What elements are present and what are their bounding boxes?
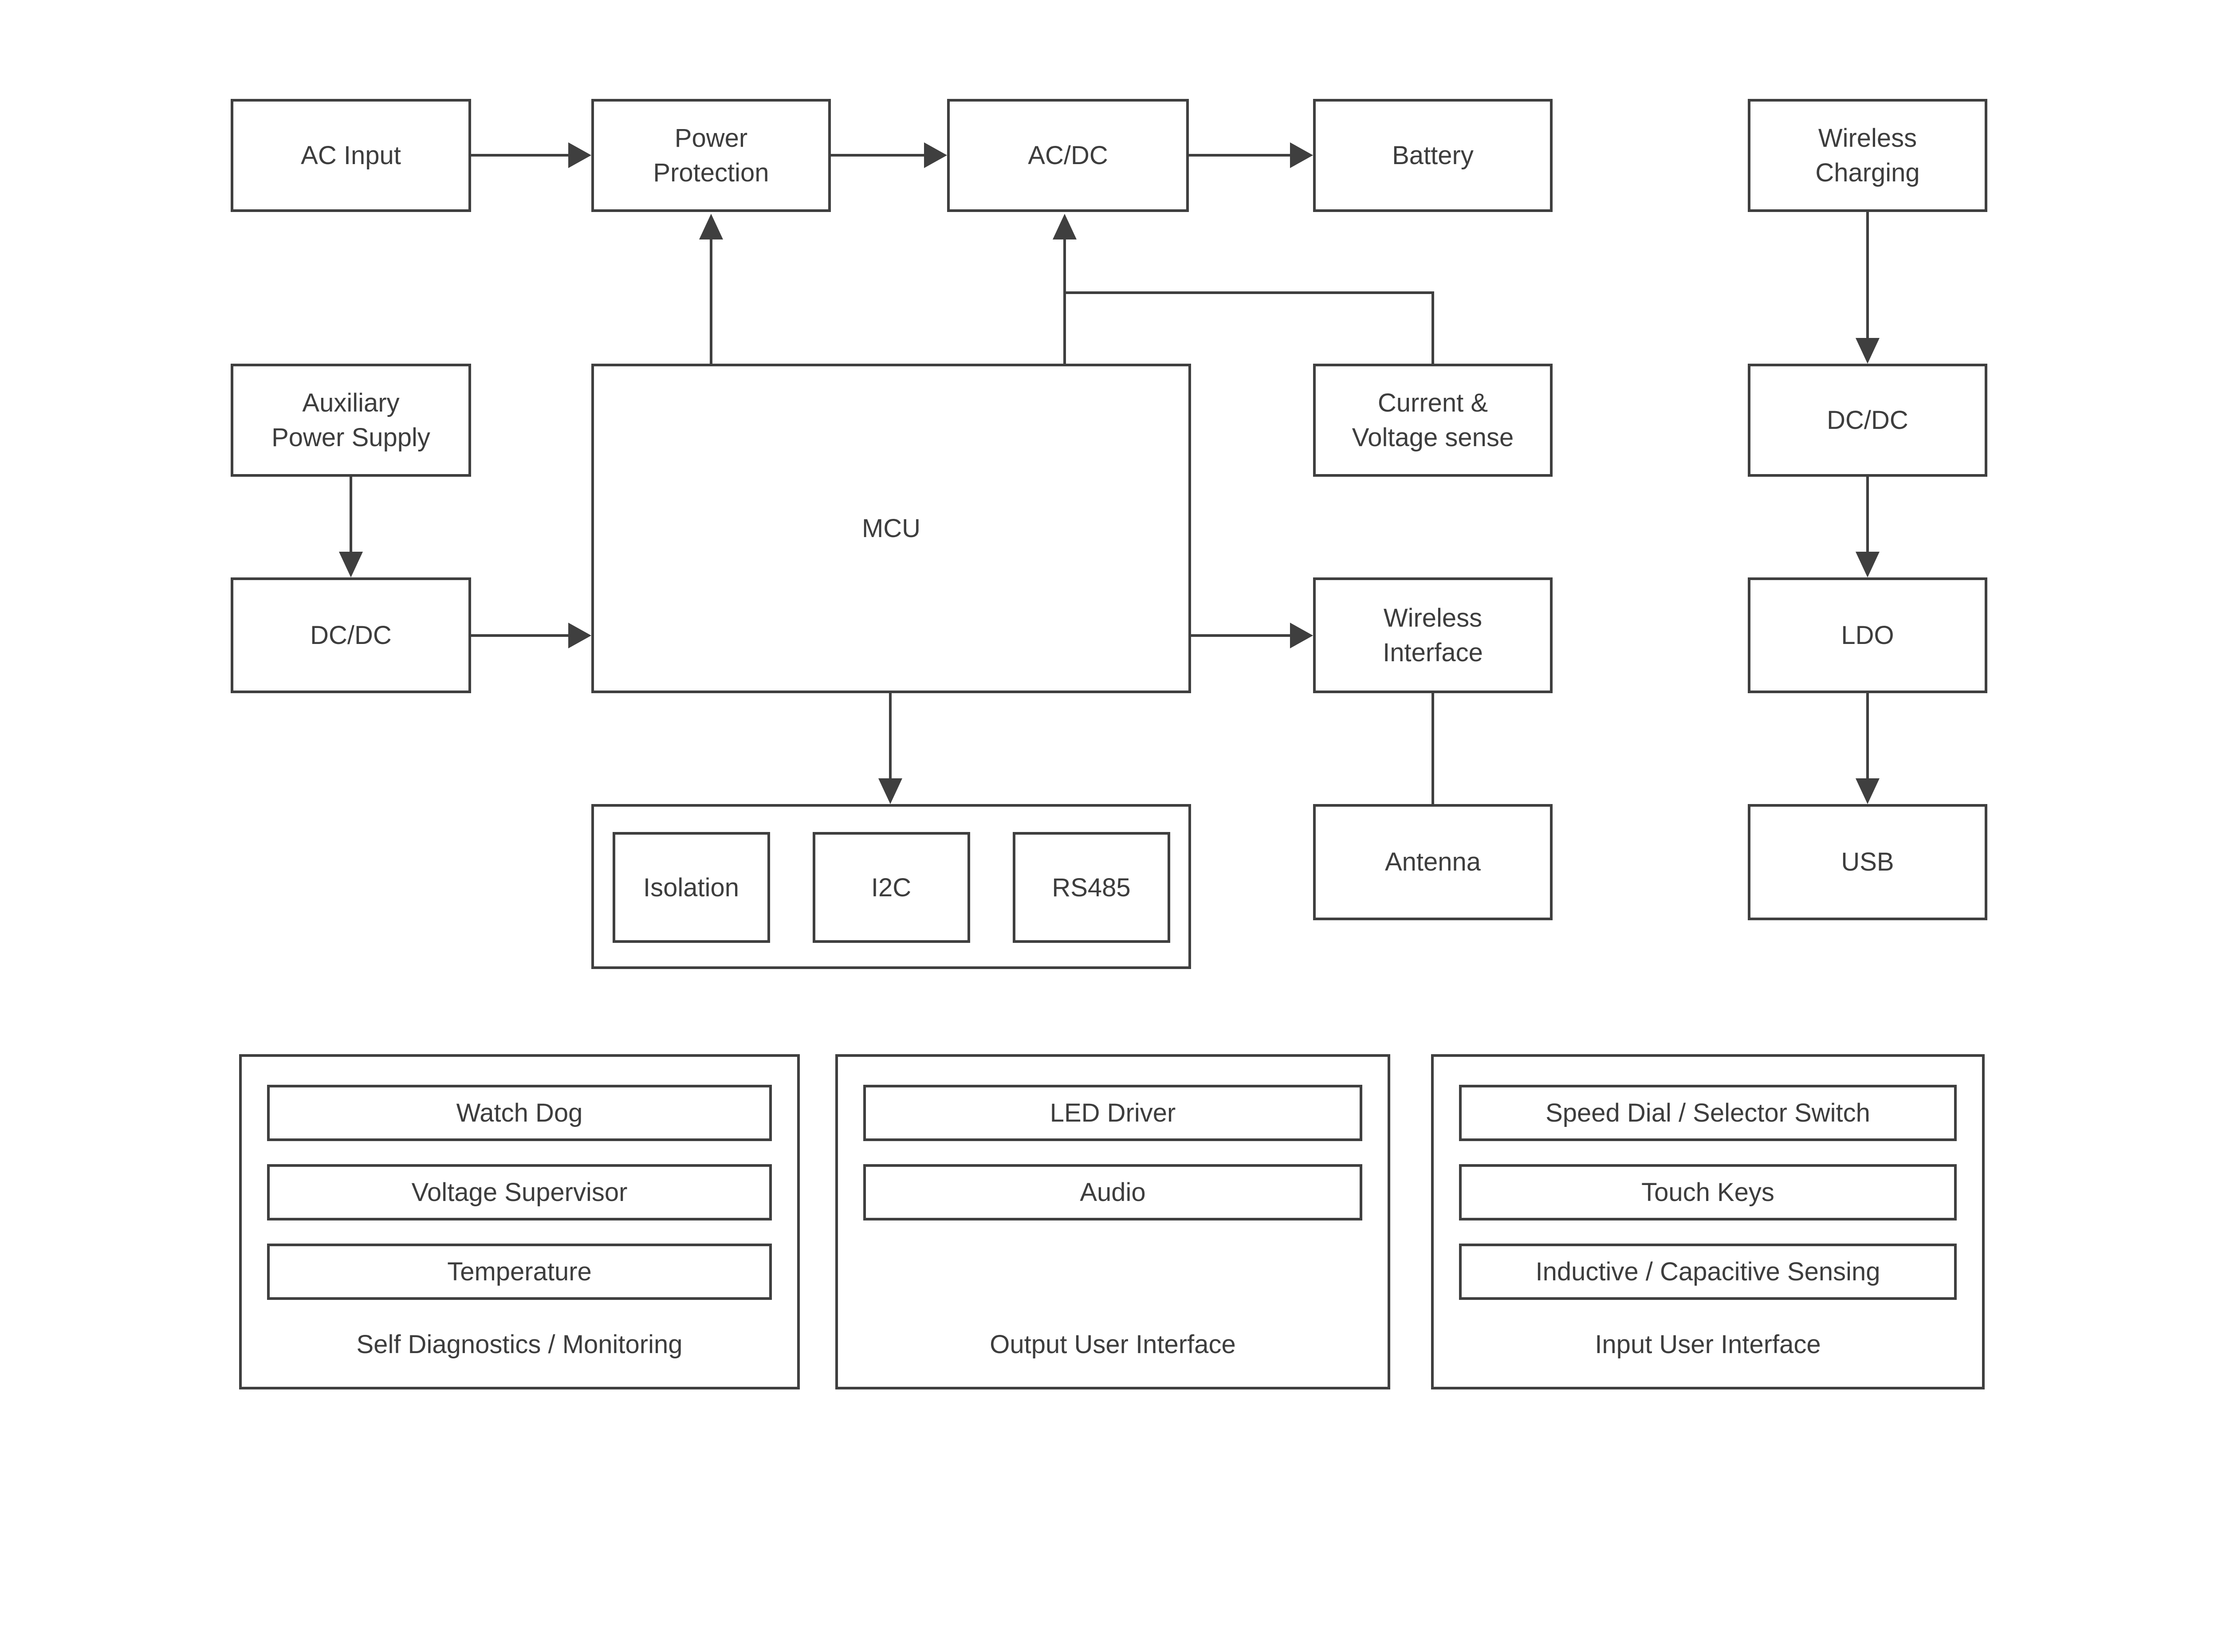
arrow-mcu-to-power-protection-head: [699, 214, 723, 239]
block-touch-keys: Touch Keys: [1459, 1164, 1957, 1220]
block-dc-dc-left: DC/DC: [231, 577, 471, 693]
block-power-protection: Power Protection: [591, 99, 831, 212]
group-input-user-interface: Speed Dial / Selector Switch Touch Keys …: [1431, 1054, 1985, 1389]
arrow-ac-input-to-power-protection-line: [471, 154, 571, 157]
block-wireless-charging: Wireless Charging: [1748, 99, 1987, 212]
block-inductive-capacitive-sensing-label: Inductive / Capacitive Sensing: [1535, 1257, 1880, 1286]
block-inductive-capacitive-sensing: Inductive / Capacitive Sensing: [1459, 1244, 1957, 1300]
block-current-voltage-sense-label: Current & Voltage sense: [1352, 388, 1514, 452]
arrow-mcu-to-wireless-interface-line: [1191, 634, 1293, 637]
arrow-ac-input-to-power-protection-head: [568, 142, 591, 168]
arrow-mcu-to-wireless-interface-head: [1290, 623, 1313, 648]
block-ac-input: AC Input: [231, 99, 471, 212]
group-output-user-interface-label: Output User Interface: [990, 1330, 1236, 1359]
block-auxiliary-power-supply-label: Auxiliary Power Supply: [271, 388, 430, 452]
block-ac-dc: AC/DC: [947, 99, 1189, 212]
block-i2c-label: I2C: [871, 873, 912, 902]
block-watch-dog: Watch Dog: [267, 1085, 772, 1141]
arrow-dc-dc-left-to-mcu-line: [471, 634, 571, 637]
block-rs485: RS485: [1012, 832, 1170, 943]
block-usb-label: USB: [1841, 848, 1894, 876]
group-self-diagnostics: Watch Dog Voltage Supervisor Temperature…: [239, 1054, 800, 1389]
block-voltage-supervisor-label: Voltage Supervisor: [411, 1178, 628, 1207]
block-voltage-supervisor: Voltage Supervisor: [267, 1164, 772, 1220]
block-led-driver: LED Driver: [863, 1085, 1362, 1141]
block-antenna-label: Antenna: [1384, 848, 1481, 876]
block-audio-label: Audio: [1080, 1178, 1146, 1207]
block-ac-dc-label: AC/DC: [1028, 141, 1108, 170]
block-power-protection-label: Power Protection: [653, 123, 769, 187]
arrow-ac-dc-to-battery-head: [1290, 142, 1313, 168]
arrow-auxiliary-power-to-dc-dc-line: [350, 477, 352, 554]
arrow-wireless-charging-to-dc-dc-line: [1866, 212, 1869, 340]
arrow-auxiliary-power-to-dc-dc-head: [339, 552, 363, 577]
arrow-wireless-charging-to-dc-dc-head: [1856, 338, 1880, 364]
block-ldo-label: LDO: [1841, 620, 1894, 650]
arrow-ac-dc-to-battery-line: [1189, 154, 1294, 157]
group-self-diagnostics-pills: Watch Dog Voltage Supervisor Temperature: [267, 1085, 772, 1300]
comms-container: Isolation I2C RS485: [591, 804, 1191, 969]
line-current-voltage-sense-elbow-horizontal: [1065, 291, 1434, 294]
block-mcu-label: MCU: [861, 514, 921, 543]
arrow-mcu-to-power-protection-line: [710, 236, 712, 364]
arrow-dc-dc-left-to-mcu-head: [568, 623, 591, 648]
block-usb: USB: [1748, 804, 1987, 920]
block-temperature: Temperature: [267, 1244, 772, 1300]
block-isolation-label: Isolation: [643, 873, 739, 902]
block-wireless-interface: Wireless Interface: [1313, 577, 1553, 693]
block-auxiliary-power-supply: Auxiliary Power Supply: [231, 364, 471, 477]
group-input-user-interface-pills: Speed Dial / Selector Switch Touch Keys …: [1459, 1085, 1957, 1300]
block-current-voltage-sense: Current & Voltage sense: [1313, 364, 1553, 477]
block-battery: Battery: [1313, 99, 1553, 212]
arrow-power-protection-to-ac-dc-head: [924, 142, 947, 168]
block-dc-dc-left-label: DC/DC: [310, 620, 392, 650]
block-battery-label: Battery: [1392, 141, 1474, 170]
block-wireless-interface-label: Wireless Interface: [1383, 603, 1483, 667]
group-input-user-interface-label: Input User Interface: [1595, 1330, 1821, 1359]
block-led-driver-label: LED Driver: [1050, 1099, 1176, 1127]
block-speed-dial-selector-switch-label: Speed Dial / Selector Switch: [1546, 1099, 1870, 1127]
arrow-dc-dc-to-ldo-line: [1866, 477, 1869, 554]
line-wireless-interface-to-antenna: [1431, 693, 1434, 804]
arrow-mcu-to-comms-head: [878, 778, 902, 804]
arrow-power-protection-to-ac-dc-line: [831, 154, 927, 157]
block-isolation: Isolation: [612, 832, 770, 943]
arrow-mcu-to-comms-line: [889, 693, 892, 780]
arrow-dc-dc-to-ldo-head: [1856, 552, 1880, 577]
arrow-ldo-to-usb-line: [1866, 693, 1869, 780]
group-self-diagnostics-label: Self Diagnostics / Monitoring: [356, 1330, 683, 1359]
block-dc-dc-top-right: DC/DC: [1748, 364, 1987, 477]
block-ac-input-label: AC Input: [301, 141, 401, 170]
group-output-user-interface: LED Driver Audio Output User Interface: [835, 1054, 1390, 1389]
block-speed-dial-selector-switch: Speed Dial / Selector Switch: [1459, 1085, 1957, 1141]
block-i2c: I2C: [812, 832, 970, 943]
comms-chips: Isolation I2C RS485: [594, 832, 1188, 943]
arrow-mcu-to-ac-dc-head: [1053, 214, 1077, 239]
block-dc-dc-top-right-label: DC/DC: [1827, 405, 1908, 435]
block-watch-dog-label: Watch Dog: [456, 1099, 583, 1127]
block-antenna: Antenna: [1313, 804, 1553, 920]
block-temperature-label: Temperature: [447, 1257, 592, 1286]
group-output-user-interface-pills: LED Driver Audio: [863, 1085, 1362, 1220]
block-ldo: LDO: [1748, 577, 1987, 693]
block-audio: Audio: [863, 1164, 1362, 1220]
arrow-mcu-to-ac-dc-line: [1063, 236, 1066, 364]
block-wireless-charging-label: Wireless Charging: [1815, 123, 1920, 187]
block-mcu: MCU: [591, 364, 1191, 693]
arrow-ldo-to-usb-head: [1856, 778, 1880, 804]
block-touch-keys-label: Touch Keys: [1641, 1178, 1774, 1207]
block-rs485-label: RS485: [1052, 873, 1131, 902]
line-current-voltage-sense-elbow-vertical: [1431, 293, 1434, 365]
